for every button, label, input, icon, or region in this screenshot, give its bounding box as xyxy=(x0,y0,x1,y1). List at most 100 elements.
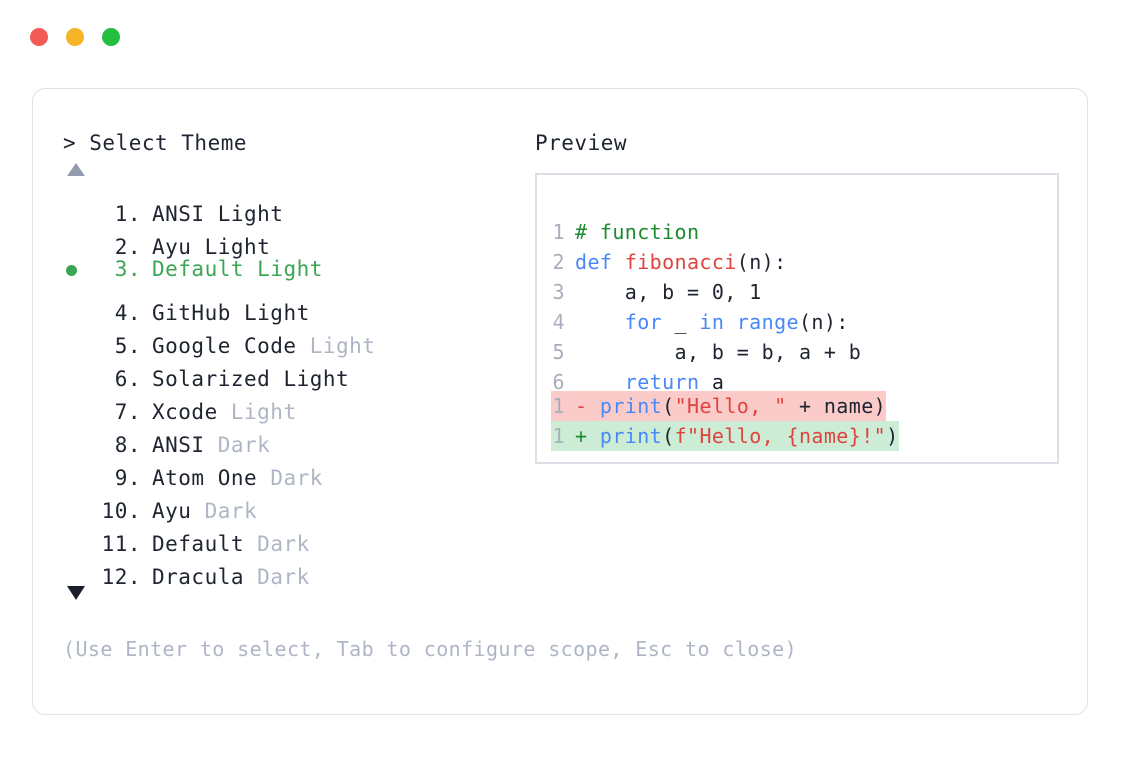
selection-bullet-slot xyxy=(63,353,95,386)
theme-item-variant: Light xyxy=(244,301,310,325)
theme-list-item[interactable]: 10.Ayu Dark xyxy=(63,485,533,523)
theme-item-variant: Light xyxy=(309,334,376,358)
theme-item-variant: Dark xyxy=(257,565,310,589)
selection-bullet-slot xyxy=(63,254,95,287)
selection-bullet-slot xyxy=(63,419,95,452)
theme-item-variant: Dark xyxy=(217,433,271,457)
theme-list-item[interactable]: 2. Ayu Light xyxy=(63,221,533,259)
code-token: print xyxy=(599,394,663,418)
select-theme-prompt: > Select Theme xyxy=(63,131,248,155)
code-token: print xyxy=(599,424,663,448)
line-number: 4 xyxy=(552,310,565,334)
theme-item-name: ANSI xyxy=(152,202,205,226)
theme-item-name: Default xyxy=(152,257,245,281)
theme-item-name: Dracula xyxy=(152,565,245,589)
theme-item-variant: Light xyxy=(230,400,297,424)
theme-list-item[interactable]: 7.Xcode Light xyxy=(63,386,533,424)
theme-list-item[interactable]: 6.Solarized Light xyxy=(63,353,533,391)
theme-list-item[interactable]: 4.GitHub Light xyxy=(63,287,533,325)
theme-item-index: 5. xyxy=(114,334,141,358)
theme-item-name: Google Code xyxy=(152,334,297,358)
spacer xyxy=(218,400,231,424)
theme-item-variant: Light xyxy=(283,367,350,391)
line-number: 5 xyxy=(552,340,565,364)
line-number: 3 xyxy=(552,280,565,304)
spacer xyxy=(270,367,283,391)
theme-item-index: 3. xyxy=(114,257,141,281)
minimize-button[interactable] xyxy=(66,28,84,46)
code-line: 3 a, b = 0, 1 xyxy=(551,277,861,307)
theme-item-name: Atom One xyxy=(152,466,258,490)
line-number: 1 xyxy=(552,394,565,418)
code-token: a, b = b, a + b xyxy=(575,340,862,364)
theme-item-variant: Light xyxy=(217,202,284,226)
preview-title: Preview xyxy=(535,131,628,155)
spacer xyxy=(244,565,257,589)
theme-item-variant: Dark xyxy=(257,532,310,556)
spacer xyxy=(191,499,204,523)
theme-item-name: Ayu xyxy=(152,235,192,259)
selection-bullet-slot xyxy=(63,320,95,353)
theme-item-index: 7. xyxy=(114,400,141,424)
theme-item-index: 2. xyxy=(114,235,141,259)
spacer xyxy=(257,466,270,490)
selection-bullet-slot xyxy=(63,551,95,584)
theme-list-item[interactable]: 1. ANSI Light xyxy=(63,188,533,226)
diff-marker: + xyxy=(575,424,600,448)
code-token: a, b = 0, 1 xyxy=(575,280,762,304)
code-line: 1# function xyxy=(551,217,861,247)
selection-bullet-slot xyxy=(63,485,95,518)
theme-item-variant: Light xyxy=(204,235,271,259)
maximize-button[interactable] xyxy=(102,28,120,46)
theme-list-item[interactable]: 3. Default Light xyxy=(63,254,533,287)
theme-item-name: Solarized xyxy=(152,367,271,391)
theme-list-item[interactable]: 11.Default Dark xyxy=(63,518,533,556)
code-token: (n): xyxy=(736,250,787,274)
code-token: fibonacci xyxy=(624,250,737,274)
selection-bullet-slot xyxy=(63,518,95,551)
code-token: for xyxy=(624,310,663,334)
code-token: "Hello, " xyxy=(674,394,787,418)
code-token: f"Hello, xyxy=(674,424,787,448)
theme-item-name: GitHub xyxy=(152,301,231,325)
line-number: 6 xyxy=(552,370,565,394)
theme-list-item[interactable]: 12. Dracula Dark xyxy=(63,551,533,589)
code-token: !" xyxy=(861,424,887,448)
theme-item-variant: Light xyxy=(257,257,323,281)
theme-item-index: 9. xyxy=(114,466,141,490)
theme-list-item[interactable]: 8.ANSI Dark xyxy=(63,419,533,457)
spacer xyxy=(191,235,204,259)
line-number: 2 xyxy=(552,250,565,274)
selection-bullet-slot xyxy=(63,452,95,485)
diff-sample: 1- print("Hello, " + name)1+ print(f"Hel… xyxy=(551,391,899,451)
code-token: in range xyxy=(699,310,799,334)
scroll-down-arrow-icon[interactable] xyxy=(67,586,85,600)
code-token xyxy=(575,310,625,334)
line-number: 1 xyxy=(552,220,565,244)
theme-list-item[interactable]: 5. Google Code Light xyxy=(63,320,533,358)
theme-item-index: 8. xyxy=(114,433,141,457)
theme-item-index: 11. xyxy=(101,532,141,556)
theme-item-index: 1. xyxy=(114,202,141,226)
spacer xyxy=(244,532,257,556)
code-token: ) xyxy=(886,424,899,448)
diff-line-removed: 1- print("Hello, " + name) xyxy=(551,391,887,421)
code-token: a xyxy=(699,370,725,394)
selection-bullet-slot xyxy=(63,386,95,419)
spacer xyxy=(205,202,218,226)
code-token: (n): xyxy=(798,310,849,334)
selection-bullet-slot xyxy=(63,287,95,320)
line-number: 1 xyxy=(552,424,565,448)
scroll-up-arrow-icon[interactable] xyxy=(67,163,85,176)
theme-item-index: 12. xyxy=(101,565,141,589)
theme-list-item[interactable]: 9.Atom One Dark xyxy=(63,452,533,490)
code-line: 5 a, b = b, a + b xyxy=(551,337,861,367)
close-button[interactable] xyxy=(30,28,48,46)
diff-marker: - xyxy=(575,394,600,418)
